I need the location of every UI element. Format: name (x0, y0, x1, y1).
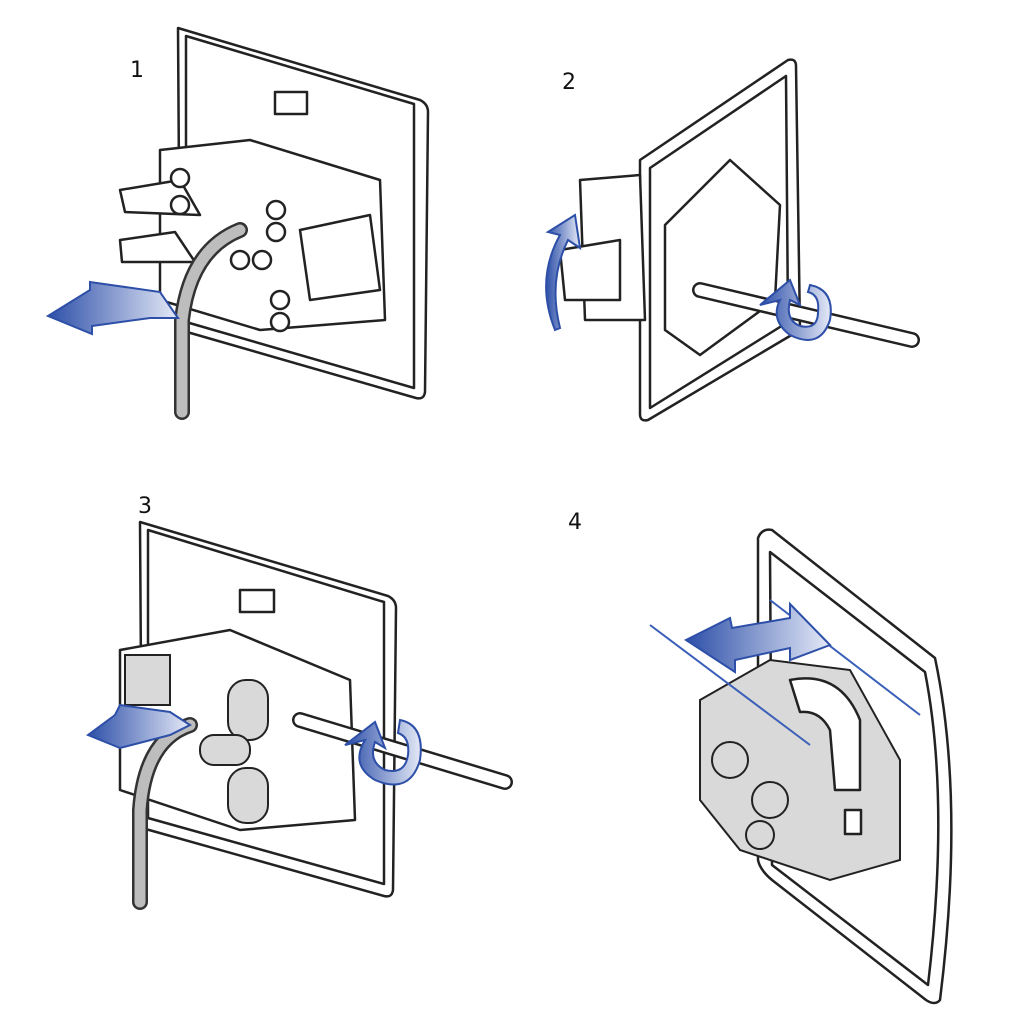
step-2-illustration (545, 58, 920, 422)
twist-arrow-icon (344, 718, 422, 786)
step-1-label: 1 (130, 58, 144, 83)
step-2-label: 2 (562, 70, 576, 95)
push-arrow-icon (45, 280, 180, 336)
step-4-label: 4 (568, 510, 582, 535)
rotate-arrow-icon (545, 213, 582, 332)
slide-arrow-icon (683, 601, 832, 674)
step-4-illustration (649, 528, 953, 1005)
push-arrow-icon (85, 703, 193, 750)
step-1-illustration (45, 26, 430, 420)
step-3-label: 3 (138, 494, 152, 519)
step-3-illustration (85, 520, 513, 910)
twist-arrow-icon (759, 278, 832, 341)
